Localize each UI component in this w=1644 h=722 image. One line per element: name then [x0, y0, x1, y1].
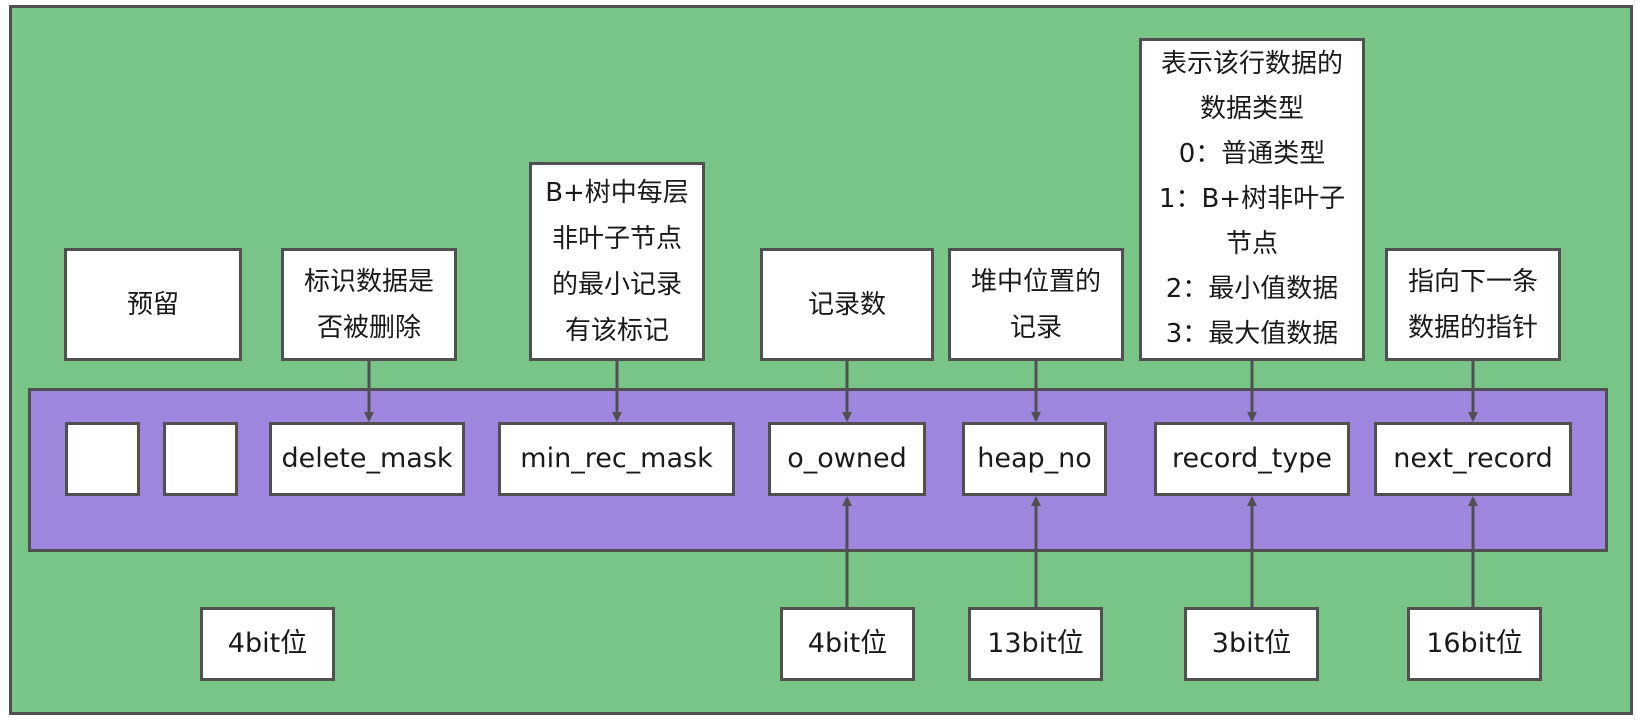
n-owned-bit-width: 4bit位: [780, 607, 915, 681]
n-owned-description-text: 记录数: [807, 289, 886, 320]
delete-mask-field-label: delete_mask: [281, 443, 453, 474]
record-type-field: record_type: [1154, 422, 1350, 496]
heap-no-field-label: heap_no: [977, 443, 1092, 474]
heap-no-description: 堆中位置的记录: [948, 248, 1124, 361]
heap-no-bit-width-label: 13bit位: [987, 628, 1084, 659]
flags-bit-width: 4bit位: [200, 607, 335, 681]
record-type-field-label: record_type: [1171, 443, 1333, 474]
n-owned-description: 记录数: [760, 248, 934, 361]
reserved-bit-2: [163, 422, 238, 496]
reserved-bit-1: [65, 422, 140, 496]
reserved-description: 预留: [64, 248, 242, 361]
next-record-description-text: 指向下一条数据的指针: [1407, 266, 1538, 343]
heap-no-field: heap_no: [962, 422, 1107, 496]
n-owned-field-label: o_owned: [787, 443, 907, 474]
delete-mask-field: delete_mask: [269, 422, 465, 496]
reserved-description-text: 预留: [126, 289, 179, 320]
delete-mask-description: 标识数据是否被删除: [281, 248, 457, 361]
next-record-bit-width-label: 16bit位: [1426, 628, 1523, 659]
next-record-description: 指向下一条数据的指针: [1385, 248, 1561, 361]
next-record-field-label: next_record: [1393, 443, 1553, 474]
n-owned-bit-width-label: 4bit位: [807, 628, 888, 659]
heap-no-bit-width: 13bit位: [968, 607, 1103, 681]
next-record-bit-width: 16bit位: [1407, 607, 1542, 681]
flags-bit-width-label: 4bit位: [227, 628, 308, 659]
next-record-field: next_record: [1374, 422, 1572, 496]
record-type-bit-width-label: 3bit位: [1211, 628, 1292, 659]
min-rec-mask-description-text: B+树中每层非叶子节点的最小记录有该标记: [545, 177, 689, 346]
heap-no-description-text: 堆中位置的记录: [970, 266, 1101, 343]
record-type-bit-width: 3bit位: [1184, 607, 1319, 681]
n-owned-field: o_owned: [768, 422, 926, 496]
record-type-description-text: 表示该行数据的数据类型 0：普通类型 1：B+树非叶子节点 2：最小值数据 3：…: [1158, 49, 1346, 349]
record-type-description: 表示该行数据的数据类型 0：普通类型 1：B+树非叶子节点 2：最小值数据 3：…: [1139, 38, 1365, 361]
min-rec-mask-field: min_rec_mask: [498, 422, 735, 496]
delete-mask-description-text: 标识数据是否被删除: [303, 266, 434, 343]
min-rec-mask-field-label: min_rec_mask: [520, 443, 713, 474]
min-rec-mask-description: B+树中每层非叶子节点的最小记录有该标记: [529, 162, 705, 361]
